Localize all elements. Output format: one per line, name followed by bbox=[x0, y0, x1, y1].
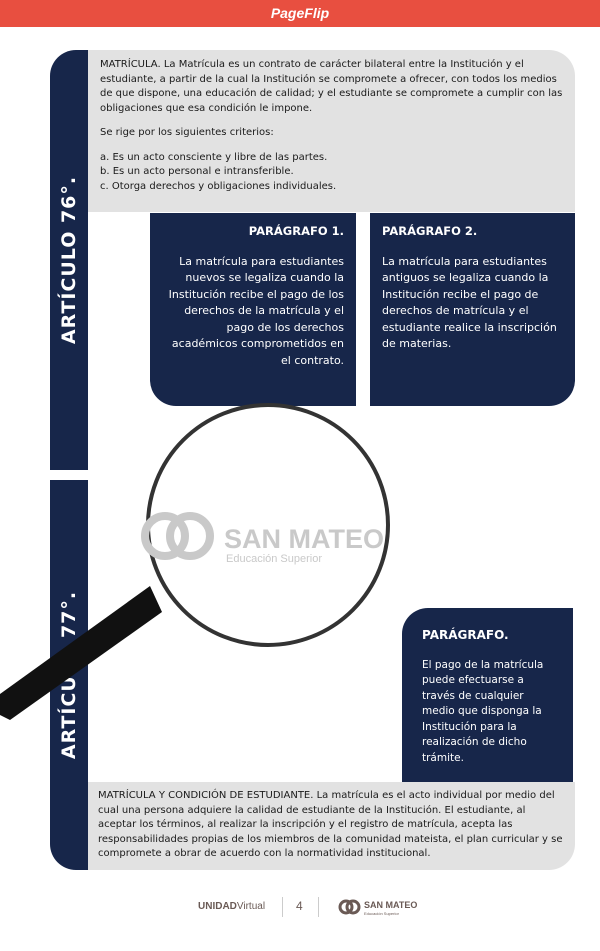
svg-text:Educación Superior: Educación Superior bbox=[364, 911, 400, 916]
magnifier-illustration: SAN MATEO Educación Superior bbox=[0, 403, 390, 720]
paragraph-1-title: PARÁGRAFO 1. bbox=[248, 224, 344, 238]
paragraph-1-text: La matrícula para estudiantes nuevos se … bbox=[168, 254, 344, 367]
svg-text:SAN MATEO: SAN MATEO bbox=[364, 900, 417, 910]
article-76-sidebar: ARTÍCULO 76°. bbox=[50, 50, 88, 470]
article-76-intro: MATRÍCULA. La Matrícula es un contrato d… bbox=[88, 50, 575, 212]
intro-criteria-heading: Se rige por los siguientes criterios: bbox=[100, 127, 274, 138]
article-77-text: MATRÍCULA Y CONDICIÓN DE ESTUDIANTE. La … bbox=[88, 782, 575, 870]
criteria-item: b. Es un acto personal e intransferible. bbox=[100, 166, 294, 177]
paragraph-77-box: PARÁGRAFO. El pago de la matrícula puede… bbox=[402, 608, 573, 782]
divider bbox=[282, 897, 283, 917]
app-header: PageFlip bbox=[0, 0, 600, 27]
paragraph-77-title: PARÁGRAFO. bbox=[422, 628, 509, 642]
paragraph-77-text: El pago de la matrícula puede efectuarse… bbox=[422, 658, 544, 764]
san-mateo-watermark-icon bbox=[141, 512, 214, 560]
footer: UNIDADVirtual 4 SAN MATEO Educación Supe… bbox=[0, 895, 600, 919]
magnifier-handle bbox=[0, 586, 162, 720]
unidad-virtual-logo: UNIDADVirtual bbox=[198, 901, 266, 912]
watermark-tagline: Educación Superior bbox=[226, 553, 322, 565]
criteria-item: c. Otorga derechos y obligaciones indivi… bbox=[100, 180, 337, 192]
intro-definition: MATRÍCULA. La Matrícula es un contrato d… bbox=[100, 59, 563, 114]
paragraph-2-box: PARÁGRAFO 2. La matrícula para estudiant… bbox=[370, 213, 575, 406]
criteria-item: a. Es un acto consciente y libre de las … bbox=[100, 151, 328, 163]
watermark-name: SAN MATEO bbox=[224, 524, 384, 554]
app-title: PageFlip bbox=[270, 5, 330, 21]
page-number: 4 bbox=[296, 899, 303, 913]
paragraph-1-box: PARÁGRAFO 1. La matrícula para estudiant… bbox=[150, 213, 356, 406]
paragraph-2-title: PARÁGRAFO 2. bbox=[382, 224, 478, 238]
paragraph-2-text: La matrícula para estudiantes antiguos s… bbox=[382, 254, 557, 351]
san-mateo-logo-icon: SAN MATEO Educación Superior bbox=[338, 899, 417, 916]
article-76-label: ARTÍCULO 76°. bbox=[58, 175, 80, 345]
divider bbox=[318, 897, 319, 917]
